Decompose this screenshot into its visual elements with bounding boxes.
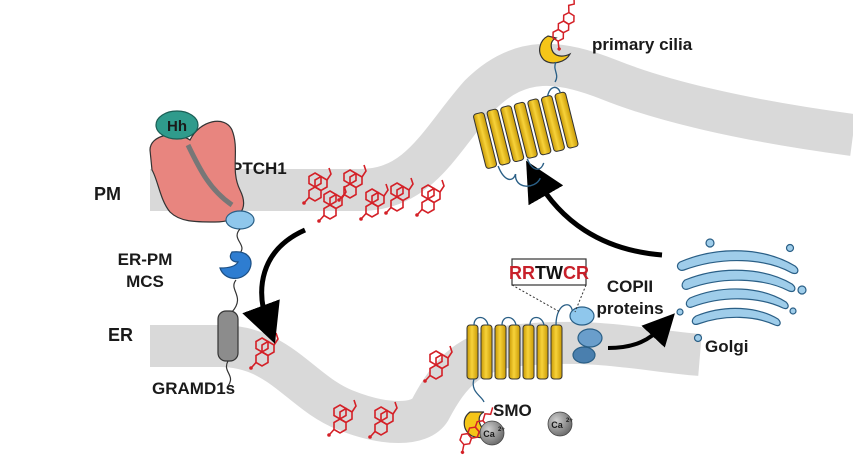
motif-callout: RRTWCR: [509, 258, 589, 313]
golgi-label: Golgi: [705, 337, 748, 356]
transport-arrow-golgi-to-cilia: [526, 160, 663, 258]
calcium-ion: Ca 2+: [547, 411, 573, 437]
smo-er-receptor: [466, 304, 573, 403]
calcium-label: Ca: [551, 420, 563, 430]
transport-arrow-er-to-golgi: [607, 313, 675, 350]
motif-residue: C: [563, 263, 576, 283]
motif-residue: W: [546, 263, 563, 283]
crd-domain-cilia: [539, 0, 589, 83]
motif-residue: T: [535, 263, 546, 283]
hh-ligand: Hh: [155, 110, 199, 140]
primary-cilia-label: primary cilia: [592, 35, 693, 54]
motif-residue: R: [522, 263, 535, 283]
ptch1-label: PTCH1: [231, 159, 287, 178]
calcium-charge: 2+: [498, 427, 505, 433]
smo-cilia-receptor: [473, 86, 579, 187]
smo-cilia-helices: [473, 91, 579, 169]
er-pm-mcs-label-line2: MCS: [126, 272, 164, 291]
motif-text: RRTWCR: [509, 263, 589, 283]
golgi-apparatus: [676, 238, 807, 343]
smo-er-helices: [466, 324, 563, 380]
motif-residue: R: [576, 263, 589, 283]
calcium-label: Ca: [483, 429, 495, 439]
motif-residue: R: [509, 263, 522, 283]
gramd1s-protein: [217, 310, 239, 387]
ptch1-protein: [149, 120, 245, 223]
er-pm-mcs-label-line1: ER-PM: [118, 250, 173, 269]
copii-complex: [569, 306, 603, 364]
er-label: ER: [108, 325, 133, 345]
plasma-membrane: [150, 43, 853, 211]
er-pm-tether: [219, 210, 255, 313]
calcium-charge: 2+: [566, 418, 573, 424]
calcium-ion: Ca 2+: [479, 420, 505, 446]
copii-label-line1: COPII: [607, 277, 653, 296]
copii-label-line2: proteins: [596, 299, 663, 318]
smo-label: SMO: [493, 401, 532, 420]
pm-label: PM: [94, 184, 121, 204]
transport-arrow-pm-to-er: [242, 227, 307, 344]
hh-label: Hh: [167, 118, 187, 135]
gramd1s-label: GRAMD1s: [152, 379, 235, 398]
